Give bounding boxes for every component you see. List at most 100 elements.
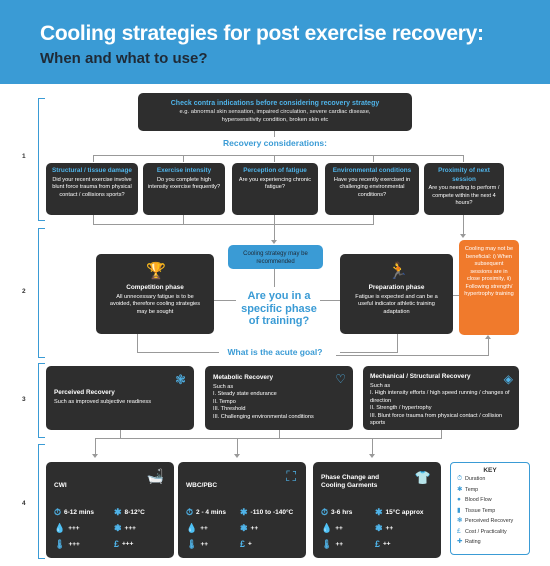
consideration-intensity: Exercise intensity Do you complete high … <box>143 163 225 215</box>
pound-icon: £ <box>240 539 246 549</box>
perceived-recovery-box: ❃ Perceived Recovery Such as improved su… <box>46 366 194 430</box>
cryo-chamber-icon: ⛶ <box>286 468 296 484</box>
garment-icon: 👕 <box>414 470 431 485</box>
thermometer-icon: 🌡 <box>54 539 66 549</box>
stopwatch-icon: ⏱ <box>186 507 194 517</box>
blood-row: 💧++ <box>186 523 208 534</box>
preparation-body: Fatigue is expected and can be a useful … <box>355 293 438 315</box>
section-bracket-4 <box>38 444 45 559</box>
consideration-structural-title: Structural / tissue damage <box>52 167 132 174</box>
droplet-icon: 💧 <box>321 523 333 533</box>
brain-icon: ❃ <box>240 523 248 533</box>
snowflake-icon: ✱ <box>240 507 248 517</box>
preparation-phase-box: 🏃 Preparation phase Fatigue is expected … <box>340 254 453 334</box>
section-bracket-1 <box>38 98 45 221</box>
stopwatch-icon: ⏱ <box>321 507 329 517</box>
header-banner: Cooling strategies for post exercise rec… <box>0 0 550 84</box>
stopwatch-icon: ⏱ <box>457 475 463 482</box>
key-label: Cost / Practicality <box>465 528 507 535</box>
heartbeat-icon: ♡ <box>335 372 346 386</box>
metabolic-item: III. Challenging environmental condition… <box>213 413 314 420</box>
recovery-considerations-label: Recovery considerations: <box>223 138 327 148</box>
bath-icon: 🛁 <box>146 468 164 484</box>
key-item: ⏱Duration <box>457 474 529 485</box>
metabolic-title: Metabolic Recovery <box>213 374 274 381</box>
acute-goal-label: What is the acute goal? <box>227 347 323 357</box>
cost-row: £++ <box>375 539 391 549</box>
metabolic-item: I. Steady state endurance <box>213 391 277 398</box>
section-bracket-2 <box>38 228 45 358</box>
thermometer-icon: 🌡 <box>186 539 198 549</box>
mechanical-recovery-box: ◈ Mechanical / Structural Recovery Such … <box>363 366 519 430</box>
consideration-proximity-body: Are you needing to perform / compete wit… <box>428 185 500 207</box>
consideration-fatigue-body: Are you experiencing chronic fatigue? <box>238 176 312 191</box>
contra-title: Check contra indications before consider… <box>170 100 380 107</box>
key-label: Duration <box>465 476 486 482</box>
tissue-row: 🌡++ <box>321 539 343 550</box>
consideration-structural: Structural / tissue damage Did your rece… <box>46 163 138 215</box>
key-title: KEY <box>483 467 497 474</box>
perceived-row: ❃+++ <box>114 523 136 534</box>
competition-body: All unnecessary fatigue is to be avoided… <box>109 293 201 315</box>
plus-icon: ✚ <box>457 538 463 545</box>
section-number-1: 1 <box>22 153 26 160</box>
metabolic-recovery-box: ♡ Metabolic Recovery Such as I. Steady s… <box>205 366 353 430</box>
section-number-3: 3 <box>22 396 26 403</box>
mechanical-item: II. Strength / hypertrophy <box>370 405 432 412</box>
muscle-icon: ◈ <box>503 372 513 386</box>
section-bracket-3 <box>38 363 45 438</box>
tissue-row: 🌡+++ <box>54 539 80 550</box>
consideration-proximity: Proximity of next session Are you needin… <box>424 163 504 215</box>
duration-row: ⏱3-6 hrs <box>321 507 352 518</box>
stopwatch-icon: ⏱ <box>54 507 62 517</box>
pound-icon: £ <box>457 527 461 535</box>
perceived-row: ❃++ <box>240 523 258 534</box>
cooling-recommended-box: Cooling strategy may be recommended <box>228 245 323 269</box>
cost-row: £+ <box>240 539 252 549</box>
key-label: Temp <box>465 486 479 493</box>
key-label: Perceived Recovery <box>465 518 514 524</box>
strategy-name: CWI <box>54 482 67 489</box>
consideration-environment: Environmental conditions Have you recent… <box>325 163 419 215</box>
blood-value: ++ <box>335 525 343 533</box>
blood-value: ++ <box>200 525 208 533</box>
brain-icon: ❃ <box>175 372 186 387</box>
strategy-card-garments: Phase Change and Cooling Garments 👕 ⏱3-6… <box>313 462 441 558</box>
competition-title: Competition phase <box>126 284 184 291</box>
snowflake-icon: ✱ <box>375 507 383 517</box>
consideration-intensity-title: Exercise intensity <box>156 167 212 174</box>
brain-icon: ❃ <box>457 517 463 524</box>
perceived-value: ++ <box>250 525 259 533</box>
phase-question: Are you in a specific phase of training? <box>241 290 317 328</box>
tissue-value: ++ <box>335 541 344 549</box>
brain-icon: ❃ <box>375 523 383 533</box>
consideration-intensity-body: Do you complete high intensity exercise … <box>147 176 221 191</box>
page-subtitle: When and what to use? <box>40 50 208 67</box>
temp-row: ✱-110 to -140°C <box>240 507 293 518</box>
snowflake-icon: ✱ <box>114 507 122 517</box>
blood-value: +++ <box>68 525 80 533</box>
section-number-2: 2 <box>22 288 26 295</box>
not-beneficial-box: Cooling may not be beneficial: i) When s… <box>459 240 519 335</box>
thermometer-icon: 🌡 <box>321 539 333 549</box>
tissue-value: ++ <box>200 541 209 549</box>
strategy-card-cwi: CWI 🛁 ⏱6-12 mins ✱8-12°C 💧+++ ❃+++ 🌡+++ … <box>46 462 174 558</box>
temp-row: ✱15°C approx <box>375 507 424 518</box>
duration-value: 6-12 mins <box>64 509 95 517</box>
metabolic-intro: Such as <box>213 383 234 390</box>
competition-phase-box: 🏆 Competition phase All unnecessary fati… <box>96 254 214 334</box>
key-item: ✚Rating <box>457 537 529 548</box>
droplet-icon: ● <box>457 496 461 503</box>
key-label: Tissue Temp <box>465 507 496 514</box>
perceived-title: Perceived Recovery <box>54 389 115 396</box>
strategy-card-wbc: WBC/PBC ⛶ ⏱2 - 4 mins ✱-110 to -140°C 💧+… <box>178 462 306 558</box>
mechanical-intro: Such as <box>370 382 391 389</box>
mechanical-item: III. Blunt force trauma from physical co… <box>370 412 503 427</box>
duration-row: ⏱6-12 mins <box>54 507 94 518</box>
mechanical-title: Mechanical / Structural Recovery <box>370 373 471 380</box>
snowflake-icon: ✱ <box>457 485 463 493</box>
cost-row: £+++ <box>114 539 133 549</box>
consideration-environment-body: Have you recently exercised in challengi… <box>333 176 411 198</box>
temp-value: 15°C approx <box>385 509 424 517</box>
consideration-fatigue-title: Perception of fatigue <box>243 167 307 174</box>
